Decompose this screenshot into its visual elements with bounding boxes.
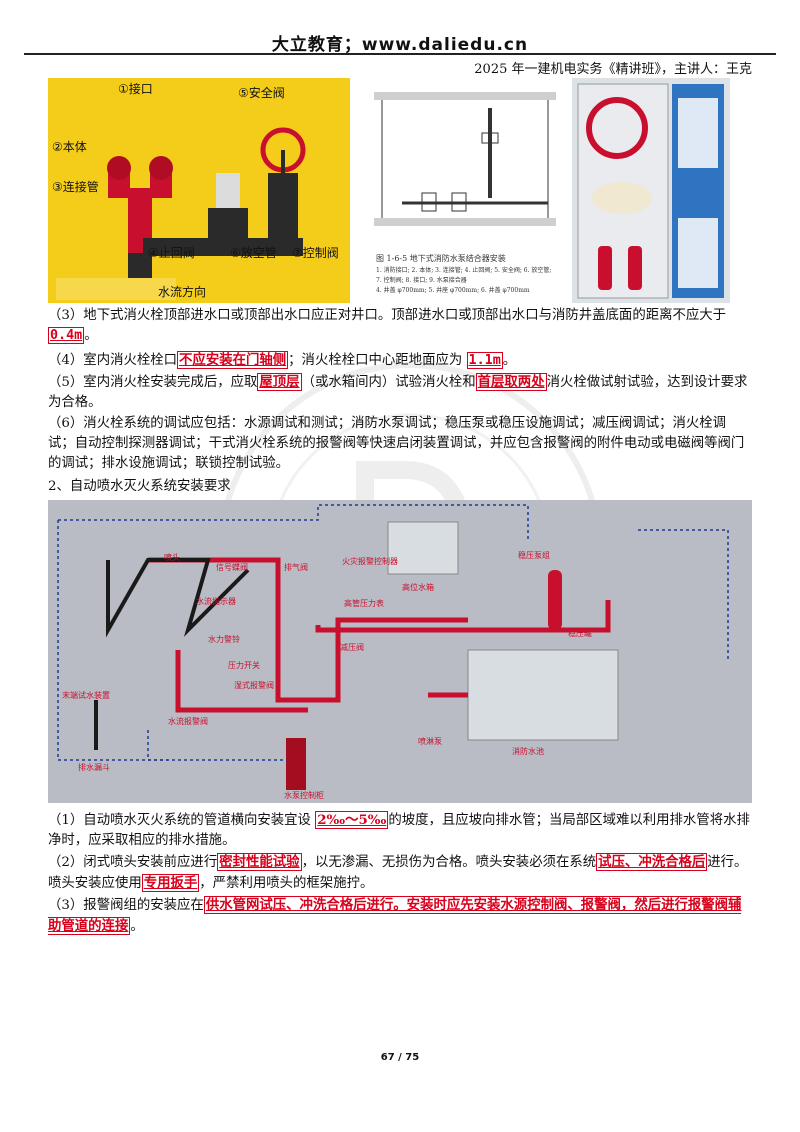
text-segment: （4）室内消火栓栓口 [48,353,178,368]
underground-connector-drawing: 图 1-6-5 地下式消防水泵结合器安装 1. 消防接口; 2. 本体; 3. … [372,78,558,303]
text-segment: 。 [130,919,144,934]
highlight-height: 1.1m [466,352,503,369]
highlight-door-hinge: 不应安装在门轴侧 [177,351,289,369]
text-segment: 。 [502,353,517,368]
text-segment: 的坡度，且应坡向排水管；当局部区域难以利用排水管将水排净时，应采取相应的排水措施… [48,813,750,848]
diagram-label-drain-funnel: 排水漏斗 [78,763,110,772]
diagram-label-end-test: 末端试水装置 [62,691,110,700]
highlight-roof-floor: 屋顶层 [257,373,302,391]
label-vent-pipe: ⑥放空管 [230,246,277,260]
highlight-distance: 0.4m [48,327,85,344]
text-segment: （3）地下式消火栓顶部进水口或顶部出水口应正对井口。顶部进水口或顶部出水口与消防… [48,308,727,323]
diagram-label-fire-pool: 消防水池 [512,747,544,756]
label-safety-valve: ⑤安全阀 [238,86,285,100]
label-control-valve: ⑦控制阀 [292,246,339,260]
text-segment: 消火栓做试射试验，达到设计要求为合格。 [48,375,748,410]
text-segment: （3）报警阀组的安装应在 [48,898,204,913]
sec2-paragraph-3-alarm-valve: （3）报警阀组的安装应在供水管网试压、冲洗合格后进行。安装时应先安装水源控制阀、… [48,895,752,937]
highlight-slope: 2‰～5‰ [315,811,389,829]
text-segment: （或水箱间内）试验消火栓和 [301,375,476,390]
diagram-label-pressure-gauge: 高管压力表 [344,599,384,608]
diagram-label-high-tank: 高位水箱 [402,583,434,592]
diagram-label-flow-indicator: 水流指示器 [196,597,236,606]
paragraph-3-underground-hydrant: （3）地下式消火栓顶部进水口或顶部出水口应正对井口。顶部进水口或顶部出水口与消防… [48,306,752,346]
drawing-caption: 图 1-6-5 地下式消防水泵结合器安装 [376,254,506,263]
diagram-label-signal-valve: 信号蝶阀 [216,563,248,572]
highlight-pressure-flush: 试压、冲洗合格后 [596,853,708,871]
drawing-legend-2: 7. 控制阀; 8. 接口; 9. 水泵接合器 [376,277,467,284]
section-2-heading: 2、自动喷水灭火系统安装要求 [48,479,231,494]
highlight-seal-test: 密封性能试验 [217,853,302,871]
text-segment: ，以无渗漏、无损伤为合格。喷头安装必须在系统 [301,855,597,870]
sprinkler-system-diagram: 喷头 信号蝶阀 水流指示器 排气阀 火灾报警控制器 高位水箱 稳压泵组 高管压力… [48,500,752,803]
hydrant-cabinet-photo [572,78,730,303]
sec2-paragraph-2-sprinkler-install: （2）闭式喷头安装前应进行密封性能试验，以无渗漏、无损伤为合格。喷头安装必须在系… [48,852,752,894]
text-segment: ；消火栓栓口中心距地面应为 [288,353,467,368]
diagram-label-water-bell: 水力警铃 [208,635,240,644]
diagram-label-flow-alarm: 水流报警阀 [168,717,208,726]
highlight-alarm-valve-order: 供水管网试压、冲洗合格后进行。安装时应先安装水源控制阀、报警阀，然后进行报警阀辅… [48,896,742,935]
text-segment: ，严禁利用喷头的框架施拧。 [199,876,374,891]
text-segment: （1）自动喷水灭火系统的管道横向安装宜设 [48,813,316,828]
highlight-special-wrench: 专用扳手 [141,874,200,892]
diagram-label-pressure-tank: 稳压罐 [568,629,592,638]
diagram-label-pressure-switch: 压力开关 [228,661,260,670]
label-interface: ①接口 [118,82,153,96]
diagram-label-reducing-valve: 减压阀 [340,643,364,652]
highlight-first-floor: 首层取两处 [475,373,547,391]
header-title: 大立教育；www.daliedu.cn [271,35,529,55]
text-segment: 进行。喷头安装应使用 [48,855,748,891]
text-segment: （5）室内消火栓安装完成后，应取 [48,375,258,390]
header-divider [24,53,776,55]
hydrant-connector-photo: ①接口 ②本体 ③连接管 ④止回阀 ⑤安全阀 ⑥放空管 ⑦控制阀 水流方向 [48,78,350,303]
text-segment: （2）闭式喷头安装前应进行 [48,855,218,870]
text-segment: 。 [84,328,98,343]
diagram-label-pump-cabinet: 水泵控制柜 [284,791,324,800]
header-subtitle: 2025 年一建机电实务《精讲班》，主讲人：王克 [474,62,752,77]
diagram-label-pressure-pump: 稳压泵组 [518,551,550,560]
label-check-valve: ④止回阀 [148,246,195,260]
paragraph-4-indoor-hydrant: （4）室内消火栓栓口不应安装在门轴侧；消火栓栓口中心距地面应为 1.1m。 [48,350,752,371]
diagram-label-sprinkler-pump: 喷淋泵 [418,737,442,746]
diagram-label-sprinkler: 喷头 [164,553,180,562]
sec2-paragraph-1-slope: （1）自动喷水灭火系统的管道横向安装宜设 2‰～5‰的坡度，且应坡向排水管；当局… [48,810,752,851]
paragraph-5-test-spray: （5）室内消火栓安装完成后，应取屋顶层（或水箱间内）试验消火栓和首层取两处消火栓… [48,372,752,413]
diagram-label-exhaust-valve: 排气阀 [284,563,308,572]
paragraph-6-commissioning: （6）消火栓系统的调试应包括：水源调试和测试；消防水泵调试；稳压泵或稳压设施调试… [48,416,745,471]
label-connecting-pipe: ③连接管 [52,180,99,194]
page-number: 67 / 75 [380,1052,420,1063]
diagram-label-wet-alarm-valve: 湿式报警阀 [234,681,274,690]
diagram-label-alarm-controller: 火灾报警控制器 [342,557,398,566]
drawing-legend-1: 1. 消防接口; 2. 本体; 3. 连接管; 4. 止回阀; 5. 安全阀; … [376,267,552,274]
label-flow-direction: 水流方向 [158,285,207,299]
drawing-legend-3: 4. 井盖 φ700mm; 5. 井座 φ700mm; 6. 井盖 φ700mm [376,287,530,294]
label-body: ②本体 [52,140,87,154]
